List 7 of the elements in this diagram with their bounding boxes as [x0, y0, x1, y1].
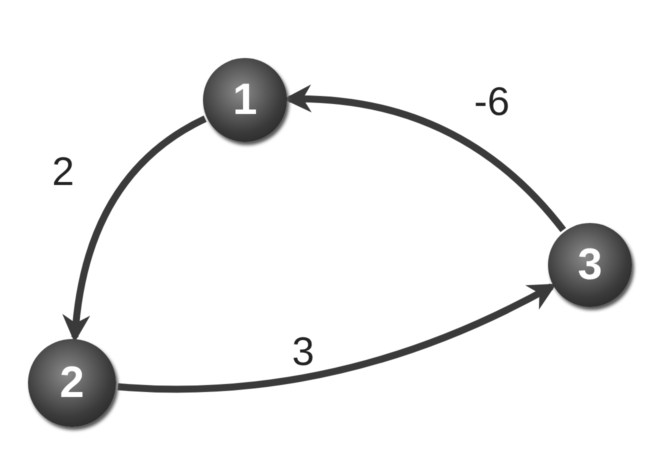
node-circle: 1: [203, 58, 287, 142]
edge-label: -6: [474, 80, 510, 125]
node-circle: 2: [28, 339, 116, 427]
arrow: [118, 283, 557, 393]
node-circle: 3: [548, 223, 632, 307]
edge-label: 3: [292, 330, 314, 375]
edge-label: 2: [52, 150, 74, 195]
